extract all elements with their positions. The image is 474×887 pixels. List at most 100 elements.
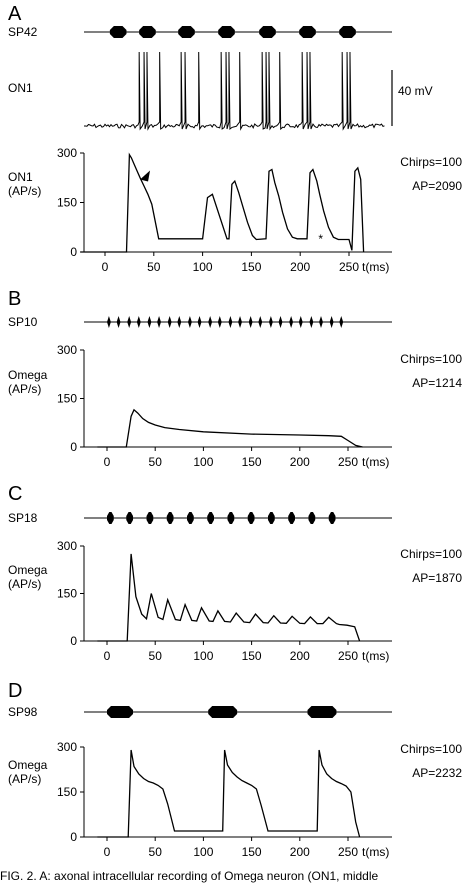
figure-caption: FIG. 2. A: axonal intracellular recordin… — [0, 869, 379, 883]
x-tick-label: 150 — [242, 455, 262, 469]
arrowhead-marker — [140, 170, 151, 182]
y-axis-label-unit: (AP/s) — [8, 382, 41, 396]
y-tick-label: 0 — [70, 830, 77, 844]
x-tick-label: 50 — [149, 845, 163, 859]
stimulus-chirp — [107, 706, 134, 718]
stimulus-chirp — [157, 316, 161, 328]
recording-trace — [84, 51, 385, 131]
panel-d-letter: D — [8, 680, 22, 702]
stimulus-chirp — [207, 512, 215, 524]
stimulus-label: SP18 — [8, 511, 38, 525]
x-axis-label: t(ms) — [362, 455, 389, 469]
y-tick-label: 0 — [70, 245, 77, 259]
x-tick-label: 250 — [338, 649, 358, 663]
y-axis-label: ON1 — [8, 170, 33, 184]
stimulus-chirp — [288, 512, 295, 524]
stimulus-chirp — [166, 512, 174, 524]
y-tick-label: 150 — [57, 392, 77, 406]
stimulus-chirp — [187, 316, 192, 328]
x-tick-label: 0 — [104, 845, 111, 859]
x-tick-label: 150 — [242, 649, 262, 663]
stimulus-chirp — [146, 512, 154, 524]
y-tick-label: 0 — [70, 440, 77, 454]
stimulus-chirp — [267, 512, 275, 524]
stimulus-chirp — [177, 316, 182, 328]
stimulus-chirp — [136, 316, 141, 328]
stimulus-chirp — [268, 316, 273, 328]
stimulus-chirp — [329, 316, 334, 328]
annotation: Chirps=100 — [400, 742, 462, 756]
x-tick-label: 200 — [290, 845, 310, 859]
y-axis-label: Omega — [8, 758, 48, 772]
y-tick-label: 150 — [57, 587, 77, 601]
x-tick-label: 200 — [290, 649, 310, 663]
series-line — [97, 749, 361, 838]
stimulus-chirp — [227, 512, 235, 524]
stimulus-chirp — [107, 316, 111, 328]
stimulus-chirp — [307, 706, 337, 718]
y-axis-label-unit: (AP/s) — [8, 772, 41, 786]
stimulus-chirp — [147, 316, 152, 328]
stimulus-chirp — [259, 26, 276, 38]
x-tick-label: 50 — [149, 649, 163, 663]
stimulus-chirp — [228, 316, 233, 328]
stimulus-chirp — [127, 316, 132, 328]
stimulus-chirp — [109, 26, 127, 38]
x-tick-label: 0 — [104, 455, 111, 469]
stimulus-chirp — [218, 26, 235, 38]
annotation: AP=2232 — [412, 766, 462, 780]
stimulus-chirp — [107, 512, 114, 524]
x-tick-label: 50 — [149, 455, 163, 469]
x-axis-label: t(ms) — [362, 845, 389, 859]
stimulus-label: SP10 — [8, 315, 38, 329]
stimulus-chirp — [248, 316, 253, 328]
y-tick-label: 0 — [70, 634, 77, 648]
panel-b-letter: B — [8, 288, 21, 310]
y-tick-label: 300 — [57, 740, 77, 754]
x-tick-label: 250 — [338, 455, 358, 469]
stimulus-chirp — [217, 316, 222, 328]
stimulus-chirp — [208, 316, 213, 328]
y-axis-label: Omega — [8, 368, 48, 382]
stimulus-chirp — [319, 316, 323, 328]
stimulus-chirp — [298, 316, 303, 328]
y-tick-label: 150 — [57, 785, 77, 799]
annotation: Chirps=100 — [400, 155, 462, 169]
stimulus-label: SP42 — [8, 25, 38, 39]
asterisk-marker: * — [318, 232, 323, 246]
stimulus-chirp — [167, 316, 172, 328]
x-axis-label: t(ms) — [362, 649, 389, 663]
stimulus-chirp — [238, 316, 242, 328]
x-tick-label: 200 — [290, 260, 310, 274]
x-tick-label: 200 — [290, 455, 310, 469]
scale-bar-label: 40 mV — [398, 84, 433, 98]
stimulus-chirp — [247, 512, 255, 524]
y-tick-label: 150 — [57, 196, 77, 210]
y-axis-label: Omega — [8, 563, 48, 577]
panel-a-letter: A — [8, 3, 22, 25]
panel-c-letter: C — [8, 483, 22, 505]
y-axis-label-unit: (AP/s) — [8, 184, 41, 198]
stimulus-chirp — [116, 316, 121, 328]
stimulus-chirp — [339, 316, 344, 328]
x-tick-label: 100 — [193, 845, 213, 859]
x-tick-label: 150 — [241, 260, 261, 274]
series-line — [80, 152, 365, 253]
x-axis-label: t(ms) — [362, 260, 389, 274]
annotation: AP=1870 — [412, 571, 462, 585]
stimulus-chirp — [139, 26, 156, 38]
x-tick-label: 50 — [147, 260, 161, 274]
series-line — [97, 408, 363, 448]
x-tick-label: 100 — [193, 455, 213, 469]
stimulus-chirp — [309, 316, 314, 328]
annotation: AP=1214 — [412, 376, 462, 390]
x-tick-label: 100 — [193, 649, 213, 663]
stimulus-chirp — [278, 316, 283, 328]
stimulus-chirp — [126, 512, 134, 524]
stimulus-chirp — [289, 316, 294, 328]
x-tick-label: 250 — [338, 845, 358, 859]
y-tick-label: 300 — [57, 539, 77, 553]
